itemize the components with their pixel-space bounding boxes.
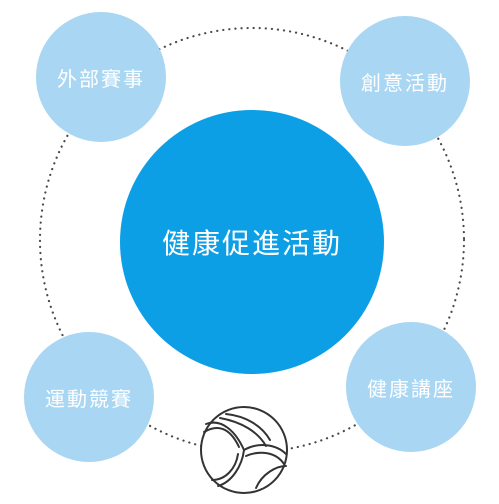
volleyball-icon [200,406,288,494]
satellite-node-bottom-right: 健康講座 [346,322,476,452]
satellite-node-top-left: 外部賽事 [36,12,166,142]
satellite-label: 外部賽事 [57,66,145,91]
center-node: 健康促進活動 [120,110,384,374]
satellite-label: 創意活動 [361,70,449,95]
center-label: 健康促進活動 [161,227,342,260]
satellite-node-bottom-left: 運動競賽 [24,332,154,462]
satellite-label: 健康講座 [367,376,455,401]
satellite-label: 運動競賽 [45,386,133,411]
satellite-node-top-right: 創意活動 [340,16,470,146]
